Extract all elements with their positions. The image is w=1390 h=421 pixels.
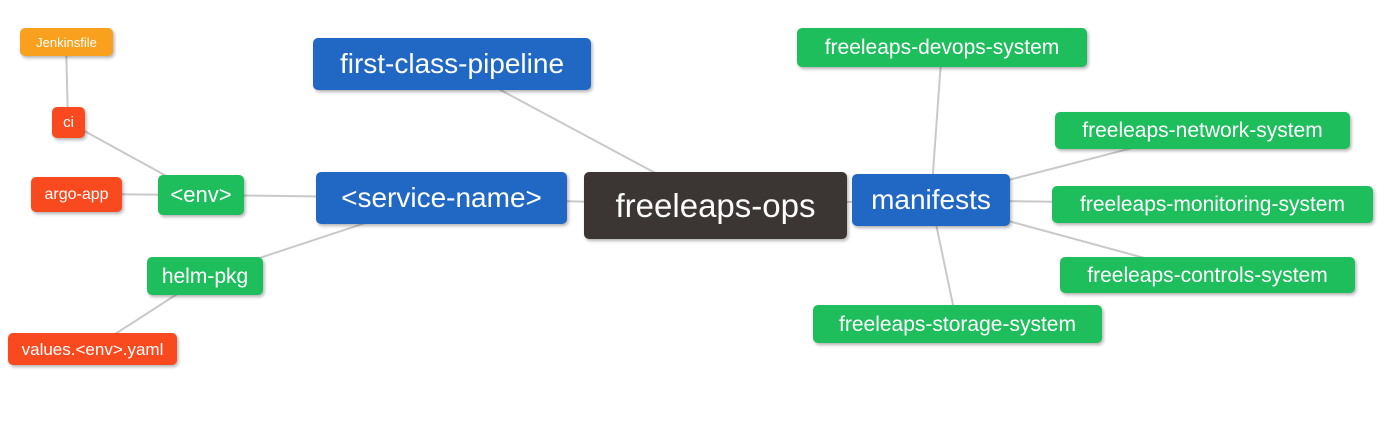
node-freeleaps-devops-system[interactable]: freeleaps-devops-system <box>797 28 1087 67</box>
node-freeleaps-ops-root[interactable]: freeleaps-ops <box>584 172 847 239</box>
node-freeleaps-controls-system[interactable]: freeleaps-controls-system <box>1060 257 1355 293</box>
node-freeleaps-network-system[interactable]: freeleaps-network-system <box>1055 112 1350 149</box>
node-values-env-yaml[interactable]: values.<env>.yaml <box>8 333 177 365</box>
node-helm-pkg[interactable]: helm-pkg <box>147 257 263 295</box>
node-argo-app[interactable]: argo-app <box>31 177 122 212</box>
node-jenkinsfile[interactable]: Jenkinsfile <box>20 28 113 56</box>
node-service-name[interactable]: <service-name> <box>316 172 567 224</box>
node-manifests[interactable]: manifests <box>852 174 1010 226</box>
node-env[interactable]: <env> <box>158 175 244 215</box>
node-first-class-pipeline[interactable]: first-class-pipeline <box>313 38 591 90</box>
node-ci[interactable]: ci <box>52 107 85 138</box>
node-freeleaps-monitoring-system[interactable]: freeleaps-monitoring-system <box>1052 186 1373 223</box>
node-freeleaps-storage-system[interactable]: freeleaps-storage-system <box>813 305 1102 343</box>
